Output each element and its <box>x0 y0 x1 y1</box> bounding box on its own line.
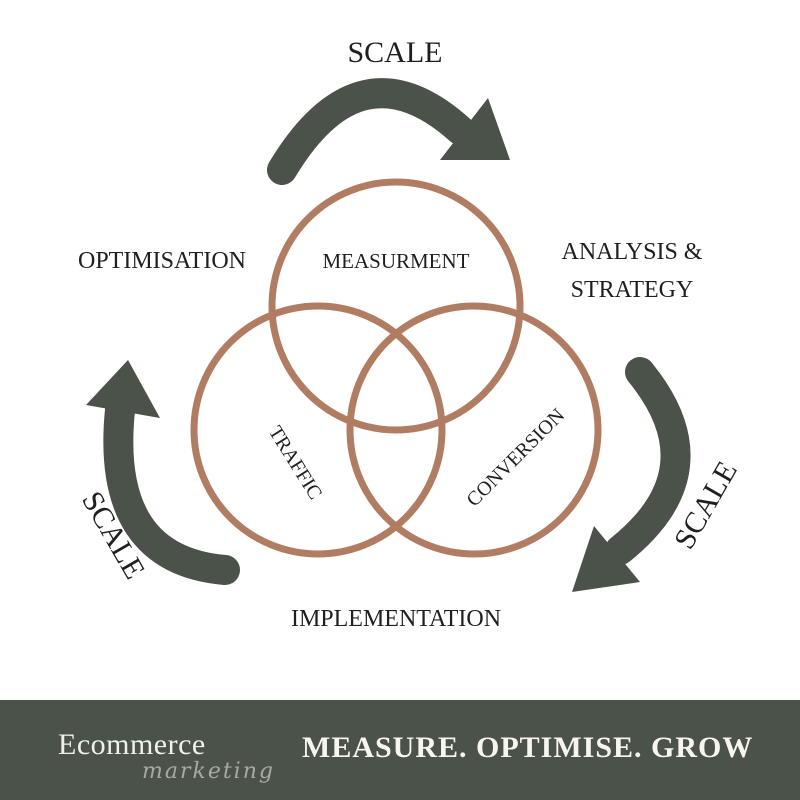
circle-label-conversion: CONVERSION <box>462 404 569 511</box>
analysis-label-line1: ANALYSIS & <box>562 239 703 265</box>
circle-measurment <box>268 178 524 434</box>
implementation-label: IMPLEMENTATION <box>291 606 501 632</box>
footer-banner <box>0 700 800 800</box>
analysis-label-line2: STRATEGY <box>571 277 694 303</box>
optimisation-label: OPTIMISATION <box>78 248 246 274</box>
scale-arrow-top <box>267 78 510 185</box>
scale-label-top: SCALE <box>347 36 442 69</box>
brand-logo-main: Ecommerce <box>58 728 206 761</box>
cycle-diagram: SCALE OPTIMISATION MEASURMENT ANALYSIS &… <box>75 36 744 632</box>
circle-conversion <box>346 302 602 558</box>
scale-arrow-right <box>572 357 691 592</box>
brand-logo-sub: marketing <box>142 759 275 784</box>
circle-label-measurment: MEASURMENT <box>322 249 469 273</box>
circle-traffic <box>190 302 446 558</box>
circle-label-traffic-text: TRAFFIC <box>264 422 326 503</box>
scale-arrow-left <box>86 360 240 585</box>
footer-tagline: MEASURE. OPTIMISE. GROW <box>302 731 754 764</box>
